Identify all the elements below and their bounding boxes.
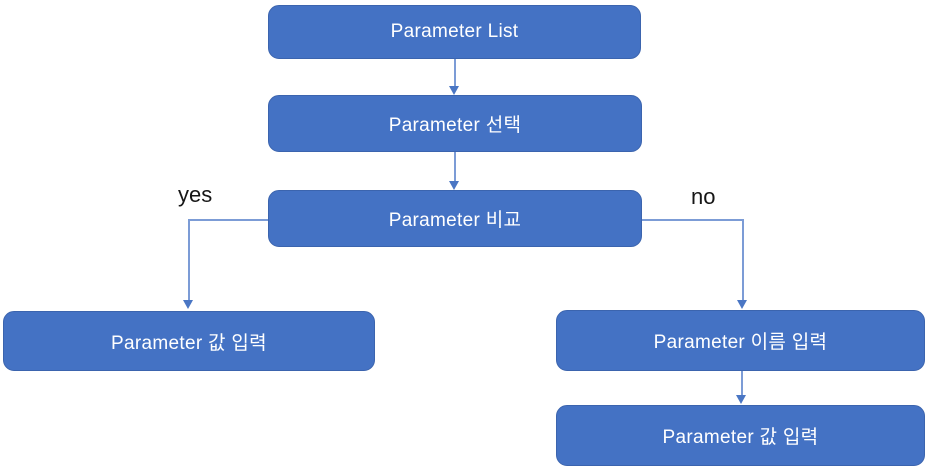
connector-name-to-value xyxy=(741,371,743,395)
node-parameter-name-input: Parameter 이름 입력 xyxy=(556,310,925,371)
connector-yes-branch-horizontal xyxy=(188,219,268,221)
node-parameter-value-input-right: Parameter 값 입력 xyxy=(556,405,925,466)
arrowhead-icon xyxy=(183,300,193,309)
node-parameter-list: Parameter List xyxy=(268,5,641,59)
connector-no-branch-vertical xyxy=(742,219,744,300)
connector-no-branch-horizontal xyxy=(642,219,743,221)
arrowhead-icon xyxy=(737,300,747,309)
connector-yes-branch-vertical xyxy=(188,219,190,300)
node-parameter-select: Parameter 선택 xyxy=(268,95,642,152)
connector-select-to-compare xyxy=(454,152,456,181)
node-parameter-compare: Parameter 비교 xyxy=(268,190,642,247)
arrowhead-icon xyxy=(449,86,459,95)
arrowhead-icon xyxy=(449,181,459,190)
branch-label-yes: yes xyxy=(178,182,213,207)
arrowhead-icon xyxy=(736,395,746,404)
node-parameter-value-input-left: Parameter 값 입력 xyxy=(3,311,375,371)
branch-label-no: no xyxy=(691,184,716,209)
connector-list-to-select xyxy=(454,59,456,86)
